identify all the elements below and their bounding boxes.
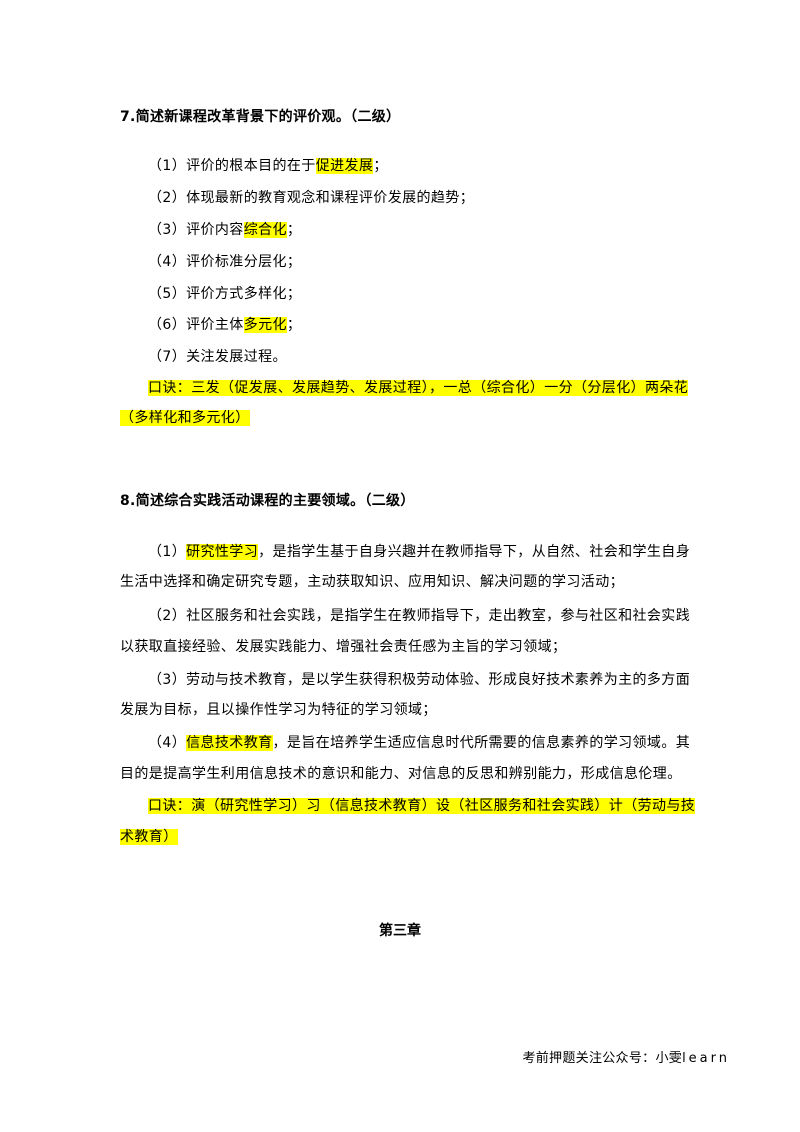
q8-mnemonic-line-2: 术教育） (120, 829, 178, 845)
q7-mnemonic-line-1: 口诀：三发（促发展、发展趋势、发展过程），一总（综合化）一分（分层化）两朵花 (148, 380, 689, 396)
q8-p1-line-2: 生活中选择和确定研究专题，主动获取知识、应用知识、解决问题的学习活动； (120, 574, 624, 590)
highlight: 研究性学习 (186, 544, 259, 560)
q7-mnemonic-line-2: （多样化和多元化） (120, 410, 250, 426)
q7-title: 7.简述新课程改革背景下的评价观。（二级） (120, 109, 401, 125)
highlight: 促进发展 (315, 158, 374, 174)
q8-p2-line-2: 以获取直接经验、发展实践能力、增强社会责任感为主旨的学习领域； (120, 639, 567, 655)
q7-item-4: （4）评价标准分层化； (148, 254, 302, 270)
q7-item-2: （2）体现最新的教育观念和课程评价发展的趋势； (148, 190, 475, 206)
q7-item-7: （7）关注发展过程。 (148, 349, 287, 365)
footer-brand: learn (682, 1051, 730, 1066)
q8-mnemonic-line-1: 口诀：演（研究性学习）习（信息技术教育）设（社区服务和社会实践）计（劳动与技 (148, 798, 696, 814)
q7-item-6: （6）评价主体多元化； (148, 317, 302, 333)
highlight: 信息技术教育 (186, 735, 273, 751)
q8-p4-line-1: （4）信息技术教育，是旨在培养学生适应信息时代所需要的信息素养的学习领域。其 (148, 735, 691, 751)
footer-note: 考前押题关注公众号：小雯learn (522, 1051, 730, 1066)
q7-item-3: （3）评价内容综合化； (148, 222, 302, 238)
q8-p1-line-1: （1）研究性学习，是指学生基于自身兴趣并在教师指导下，从自然、社会和学生自身 (148, 544, 691, 560)
q8-p4-line-2: 目的是提高学生利用信息技术的意识和能力、对信息的反思和辨别能力，形成信息伦理。 (120, 766, 682, 782)
q8-p3-line-1: （3）劳动与技术教育，是以学生获得积极劳动体验、形成良好技术素养为主的多方面 (148, 672, 691, 688)
highlight: 多元化 (243, 317, 287, 333)
q8-p2-line-1: （2）社区服务和社会实践，是指学生在教师指导下，走出教室，参与社区和社会实践 (148, 608, 691, 624)
highlight: 综合化 (243, 222, 287, 238)
q8-title: 8.简述综合实践活动课程的主要领域。（二级） (120, 493, 415, 509)
q7-item-1: （1）评价的根本目的在于促进发展； (148, 158, 388, 174)
chapter-heading: 第三章 (379, 923, 421, 939)
q8-p3-line-2: 发展为目标，且以操作性学习为特征的学习领域； (120, 702, 437, 718)
q7-item-5: （5）评价方式多样化； (148, 286, 302, 302)
